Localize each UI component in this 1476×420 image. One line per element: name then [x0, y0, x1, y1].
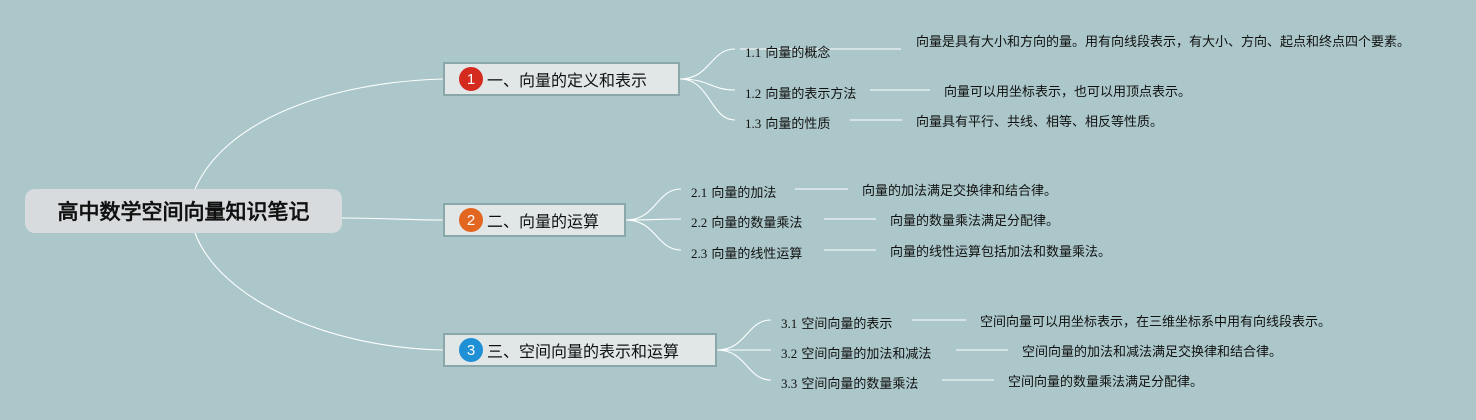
subtopic-3-3[interactable]: 3.3 空间向量的数量乘法 [781, 373, 918, 392]
note-2-1: 向量的加法满足交换律和结合律。 [862, 184, 1058, 199]
note-3-1: 空间向量可以用坐标表示，在三维坐标系中用有向线段表示。 [980, 315, 1332, 330]
subtopic-2-1[interactable]: 2.1 向量的加法 [691, 182, 776, 201]
root-to-branch-1 [194, 78, 444, 190]
subtopic-number: 3.2 [781, 346, 798, 361]
number-badge-icon: 3 [459, 338, 483, 362]
note-2-3: 向量的线性运算包括加法和数量乘法。 [890, 245, 1112, 260]
subtopic-label: 向量的表示方法 [765, 87, 857, 102]
root-to-branch-3 [194, 232, 444, 351]
branch-topic-2[interactable]: 2 二、向量的运算 [443, 203, 626, 237]
subtopic-label: 向量的性质 [765, 117, 831, 132]
branch-1-to-subtopic-3 [679, 78, 736, 121]
subtopic-number: 1.2 [745, 86, 762, 101]
subtopic-label: 空间向量的加法和减法 [801, 347, 932, 362]
note-1-3: 向量具有平行、共线、相等、相反等性质。 [916, 115, 1164, 130]
number-badge-icon: 2 [459, 208, 483, 232]
number-badge-icon: 1 [459, 67, 483, 91]
subtopic-label: 向量的概念 [765, 46, 831, 61]
branch-2-to-subtopic-3 [625, 219, 682, 251]
subtopic-label: 空间向量的表示 [801, 317, 893, 332]
subtopic-label: 向量的加法 [711, 186, 777, 201]
subtopic-number: 1.3 [745, 116, 762, 131]
note-1-1: 向量是具有大小和方向的量。用有向线段表示，有大小、方向、起点和终点四个要素。 [916, 35, 1411, 50]
branch-3-to-subtopic-3 [716, 349, 772, 381]
branch-title: 一、向量的定义和表示 [487, 71, 648, 90]
branch-title: 三、空间向量的表示和运算 [487, 342, 680, 361]
subtopic-number: 2.1 [691, 185, 708, 200]
subtopic-2-3[interactable]: 2.3 向量的线性运算 [691, 243, 802, 262]
note-2-2: 向量的数量乘法满足分配律。 [890, 214, 1060, 229]
branch-2-to-subtopic-2 [625, 218, 682, 221]
branch-topic-1[interactable]: 1 一、向量的定义和表示 [443, 62, 680, 96]
subtopic-2-2[interactable]: 2.2 向量的数量乘法 [691, 212, 802, 231]
branch-title: 二、向量的运算 [487, 212, 600, 231]
subtopic-label: 空间向量的数量乘法 [801, 377, 919, 392]
root-to-branch-2 [341, 217, 444, 221]
subtopic-number: 2.3 [691, 246, 708, 261]
subtopic-1-3[interactable]: 1.3 向量的性质 [745, 113, 830, 132]
branch-1-to-subtopic-1 [679, 48, 736, 80]
subtopic-number: 1.1 [745, 45, 762, 60]
subtopic-number: 2.2 [691, 215, 708, 230]
root-topic[interactable]: 高中数学空间向量知识笔记 [25, 189, 342, 233]
branch-3-to-subtopic-1 [716, 319, 772, 351]
branch-2-to-subtopic-1 [625, 188, 682, 221]
root-title: 高中数学空间向量知识笔记 [57, 200, 310, 224]
subtopic-1-1[interactable]: 1.1 向量的概念 [745, 42, 830, 61]
subtopic-3-2[interactable]: 3.2 空间向量的加法和减法 [781, 343, 931, 362]
subtopic-label: 向量的线性运算 [711, 247, 803, 262]
subtopic-number: 3.3 [781, 376, 798, 391]
subtopic-1-2[interactable]: 1.2 向量的表示方法 [745, 83, 856, 102]
note-3-3: 空间向量的数量乘法满足分配律。 [1008, 375, 1204, 390]
note-3-2: 空间向量的加法和减法满足交换律和结合律。 [1022, 345, 1283, 360]
subtopic-3-1[interactable]: 3.1 空间向量的表示 [781, 313, 892, 332]
subtopic-label: 向量的数量乘法 [711, 216, 803, 231]
branch-1-to-subtopic-2 [679, 78, 736, 91]
note-1-2: 向量可以用坐标表示，也可以用顶点表示。 [944, 85, 1192, 100]
branch-topic-3[interactable]: 3 三、空间向量的表示和运算 [443, 333, 717, 367]
subtopic-number: 3.1 [781, 316, 798, 331]
